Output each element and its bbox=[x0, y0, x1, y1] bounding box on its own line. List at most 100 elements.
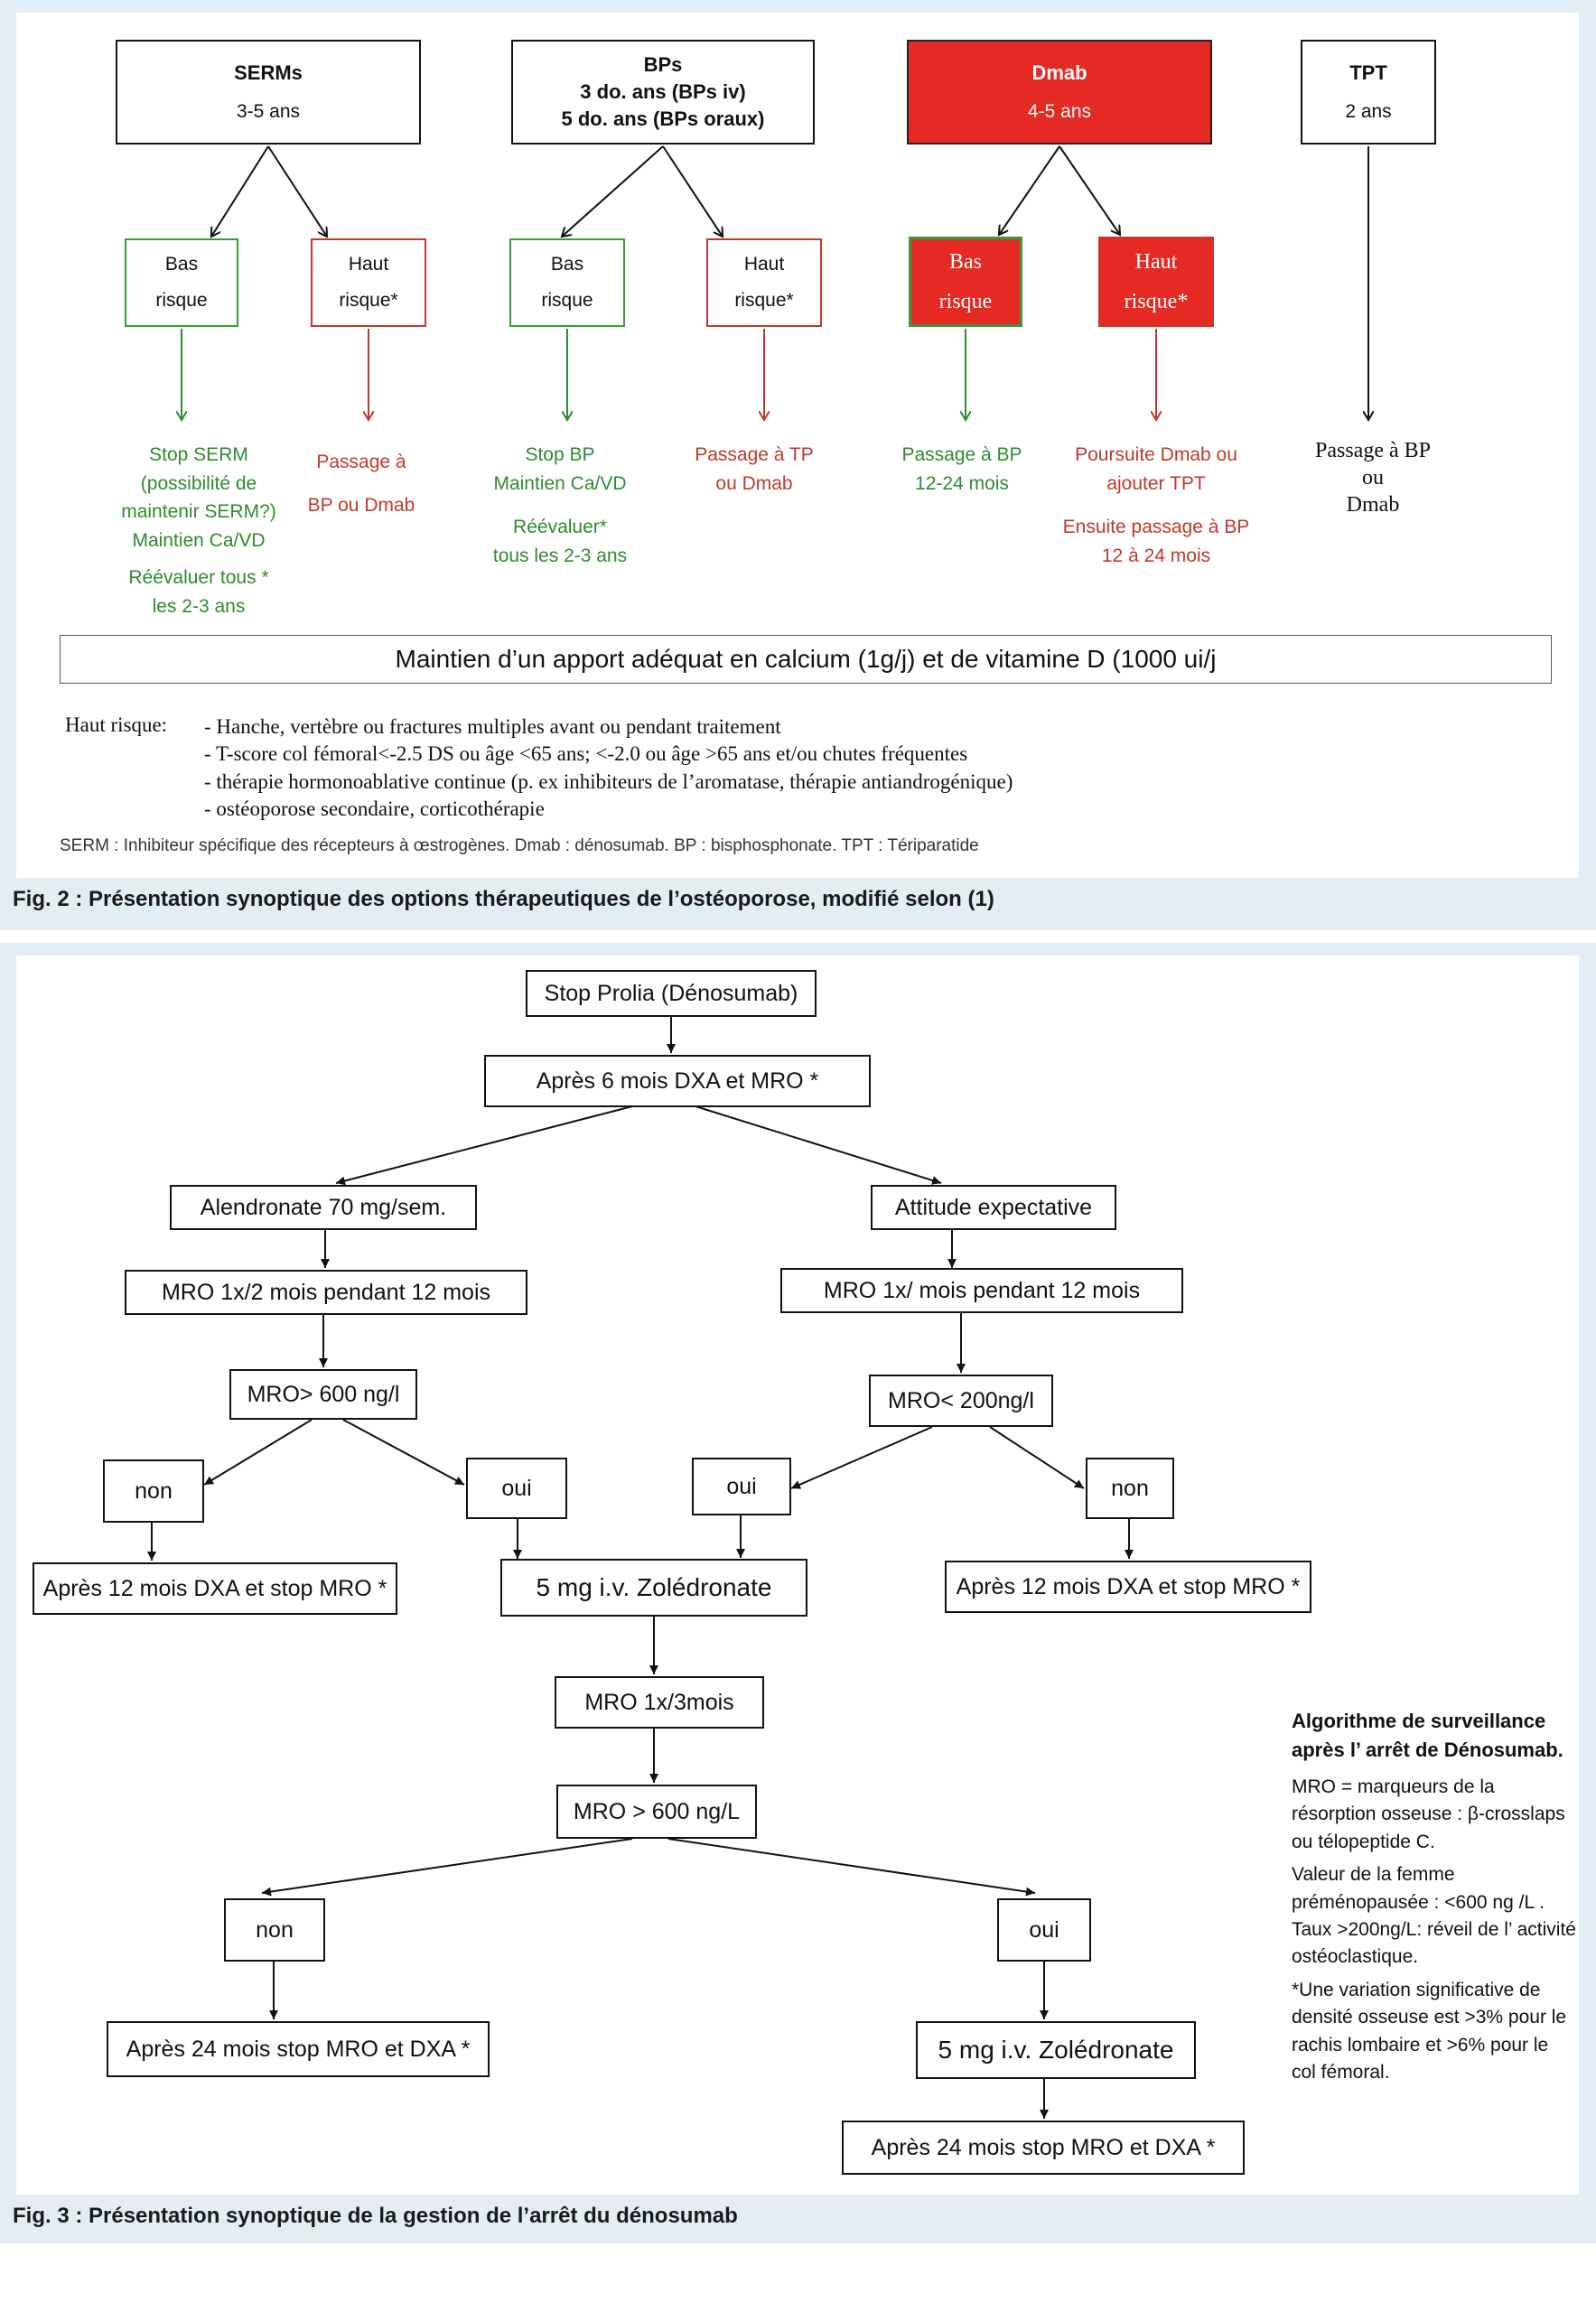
bps-line1: 3 do. ans (BPs iv) bbox=[580, 80, 746, 104]
non-right-box: non bbox=[1086, 1458, 1174, 1519]
haut-risque-item: - Hanche, vertèbre ou fractures multiple… bbox=[204, 715, 781, 738]
after24-left-box: Après 24 mois stop MRO et DXA * bbox=[107, 2021, 490, 2077]
serms-high-risk-box: Haut risque* bbox=[311, 238, 426, 327]
serms-high-result: Passage à BP ou Dmab bbox=[289, 441, 434, 528]
dmab-high-result: Poursuite Dmab ou ajouter TPT bbox=[1048, 441, 1265, 498]
serms-box: SERMs 3-5 ans bbox=[116, 40, 421, 144]
low-risk-line2: risque bbox=[938, 290, 993, 313]
dmab-high-next: Ensuite passage à BP 12 à 24 mois bbox=[1039, 513, 1274, 570]
text-line: Passage à BP bbox=[901, 444, 1022, 465]
mro-gt600L-box: MRO > 600 ng/L bbox=[556, 1785, 757, 1839]
serms-low-result: Stop SERM (possibilité de maintenir SERM… bbox=[99, 441, 298, 555]
haut-risque-item: - T-score col fémoral<-2.5 DS ou âge <65… bbox=[204, 742, 968, 766]
low-risk-line1: Bas bbox=[164, 253, 199, 275]
text-line: Passage à BP bbox=[1315, 439, 1431, 462]
text-line: maintenir SERM?) bbox=[121, 501, 276, 522]
bps-high-result: Passage à TP ou Dmab bbox=[668, 441, 840, 498]
side-title: Algorithme de surveillance après l’ arrê… bbox=[1292, 1710, 1563, 1761]
serms-duration: 3-5 ans bbox=[236, 100, 301, 122]
bps-high-risk-box: Haut risque* bbox=[706, 238, 822, 327]
serms-low-risk-box: Bas risque bbox=[125, 238, 238, 327]
bps-title: BPs bbox=[643, 53, 683, 77]
high-risk-line1: Haut bbox=[348, 253, 389, 275]
bps-box: BPs 3 do. ans (BPs iv) 5 do. ans (BPs or… bbox=[511, 40, 815, 144]
low-risk-line1: Bas bbox=[550, 253, 584, 275]
serms-low-reeval: Réévaluer tous * les 2-3 ans bbox=[99, 564, 298, 620]
text-line: Passage à TP bbox=[695, 444, 814, 465]
haut-risque-label: Haut risque: bbox=[65, 713, 168, 736]
dmab-low-result: Passage à BP 12-24 mois bbox=[876, 441, 1048, 498]
mro-right-box: MRO 1x/ mois pendant 12 mois bbox=[780, 1268, 1183, 1313]
haut-risque-item: - ostéoporose secondaire, corticothérapi… bbox=[204, 797, 545, 821]
oui-left-box: oui bbox=[466, 1458, 567, 1519]
text-line: Dmab bbox=[1346, 493, 1400, 517]
text-line: 12 à 24 mois bbox=[1101, 545, 1211, 566]
text-line: les 2-3 ans bbox=[152, 595, 246, 617]
low-risk-line2: risque bbox=[541, 290, 593, 311]
fig2-arrows bbox=[0, 145, 1596, 930]
fig3-caption: Fig. 3 : Présentation synoptique de la g… bbox=[13, 2204, 738, 2228]
after12-left-box: Après 12 mois DXA et stop MRO * bbox=[33, 1562, 397, 1615]
bps-low-risk-box: Bas risque bbox=[509, 238, 625, 327]
dmab-box: Dmab 4-5 ans bbox=[907, 40, 1212, 144]
text-line: 12-24 mois bbox=[915, 472, 1009, 494]
dmab-low-risk-box: Bas risque bbox=[909, 237, 1022, 327]
tpt-box: TPT 2 ans bbox=[1301, 40, 1436, 144]
text-line: Stop SERM bbox=[149, 444, 248, 465]
stop-prolia-box: Stop Prolia (Dénosumab) bbox=[526, 970, 817, 1017]
dmab-title: Dmab bbox=[1031, 61, 1087, 84]
mro-left-box: MRO 1x/2 mois pendant 12 mois bbox=[125, 1270, 527, 1315]
haut-risque-list: - Hanche, vertèbre ou fractures multiple… bbox=[204, 713, 1013, 823]
text-line: Stop BP bbox=[525, 444, 595, 465]
oui-bottom-box: oui bbox=[997, 1898, 1091, 1962]
fig2-caption: Fig. 2 : Présentation synoptique des opt… bbox=[13, 887, 994, 911]
side-mro: MRO = marqueurs de la résorption osseuse… bbox=[1292, 1776, 1565, 1852]
text-line: Maintien Ca/VD bbox=[493, 472, 627, 494]
low-risk-line1: Bas bbox=[949, 249, 982, 274]
alendronate-box: Alendronate 70 mg/sem. bbox=[170, 1185, 477, 1230]
mro-lt200-box: MRO< 200ng/l bbox=[869, 1375, 1053, 1427]
text-line: (possibilité de bbox=[140, 472, 257, 494]
text-line: Ensuite passage à BP bbox=[1062, 517, 1250, 537]
text-line: tous les 2-3 ans bbox=[492, 545, 628, 566]
bps-low-result: Stop BP Maintien Ca/VD bbox=[470, 441, 650, 498]
text-line: ou bbox=[1362, 466, 1384, 489]
tpt-duration: 2 ans bbox=[1345, 100, 1392, 122]
text-line: Passage à bbox=[316, 452, 406, 472]
text-line: ajouter TPT bbox=[1106, 472, 1206, 494]
text-line: ou Dmab bbox=[715, 472, 793, 494]
haut-risque-item: - thérapie hormonoablative continue (p. … bbox=[204, 769, 1013, 793]
fig2-canvas bbox=[16, 13, 1579, 878]
non-bottom-box: non bbox=[224, 1898, 325, 1962]
non-left-box: non bbox=[103, 1459, 204, 1523]
high-risk-line2: risque* bbox=[734, 290, 794, 311]
dmab-duration: 4-5 ans bbox=[1027, 100, 1092, 122]
high-risk-line2: risque* bbox=[1124, 290, 1189, 313]
bps-line2: 5 do. ans (BPs oraux) bbox=[561, 107, 765, 130]
calcium-bar-text: Maintien d’un apport adéquat en calcium … bbox=[395, 645, 1217, 674]
low-risk-line2: risque bbox=[155, 290, 208, 311]
after6-box: Après 6 mois DXA et MRO * bbox=[484, 1055, 871, 1107]
oui-right-box: oui bbox=[692, 1458, 791, 1515]
side-variation: *Une variation significative de densité … bbox=[1292, 1979, 1567, 2084]
attitude-box: Attitude expectative bbox=[871, 1185, 1116, 1230]
side-valeur: Valeur de la femme préménopausée : <600 … bbox=[1292, 1864, 1576, 1968]
text-line: Réévaluer tous * bbox=[128, 567, 269, 588]
text-line: BP ou Dmab bbox=[307, 495, 415, 517]
after12-right-box: Après 12 mois DXA et stop MRO * bbox=[945, 1561, 1311, 1613]
text-line: Maintien Ca/VD bbox=[132, 529, 266, 551]
after24-right-box: Après 24 mois stop MRO et DXA * bbox=[842, 2121, 1245, 2175]
zoledronate2-box: 5 mg i.v. Zolédronate bbox=[916, 2021, 1196, 2079]
bps-low-reeval: Réévaluer* tous les 2-3 ans bbox=[470, 513, 650, 570]
high-risk-line1: Haut bbox=[1134, 249, 1178, 274]
calcium-bar: Maintien d’un apport adéquat en calcium … bbox=[60, 635, 1552, 684]
abbreviations: SERM : Inhibiteur spécifique des récepte… bbox=[60, 836, 979, 855]
dmab-high-risk-box: Haut risque* bbox=[1098, 237, 1214, 327]
side-notes: Algorithme de surveillance après l’ arrê… bbox=[1292, 1707, 1577, 2093]
serms-title: SERMs bbox=[234, 61, 303, 84]
tpt-result: Passage à BP ou Dmab bbox=[1274, 437, 1472, 518]
text-line: Réévaluer* bbox=[513, 517, 607, 537]
mro-3mois-box: MRO 1x/3mois bbox=[555, 1676, 764, 1729]
high-risk-line1: Haut bbox=[743, 253, 785, 275]
